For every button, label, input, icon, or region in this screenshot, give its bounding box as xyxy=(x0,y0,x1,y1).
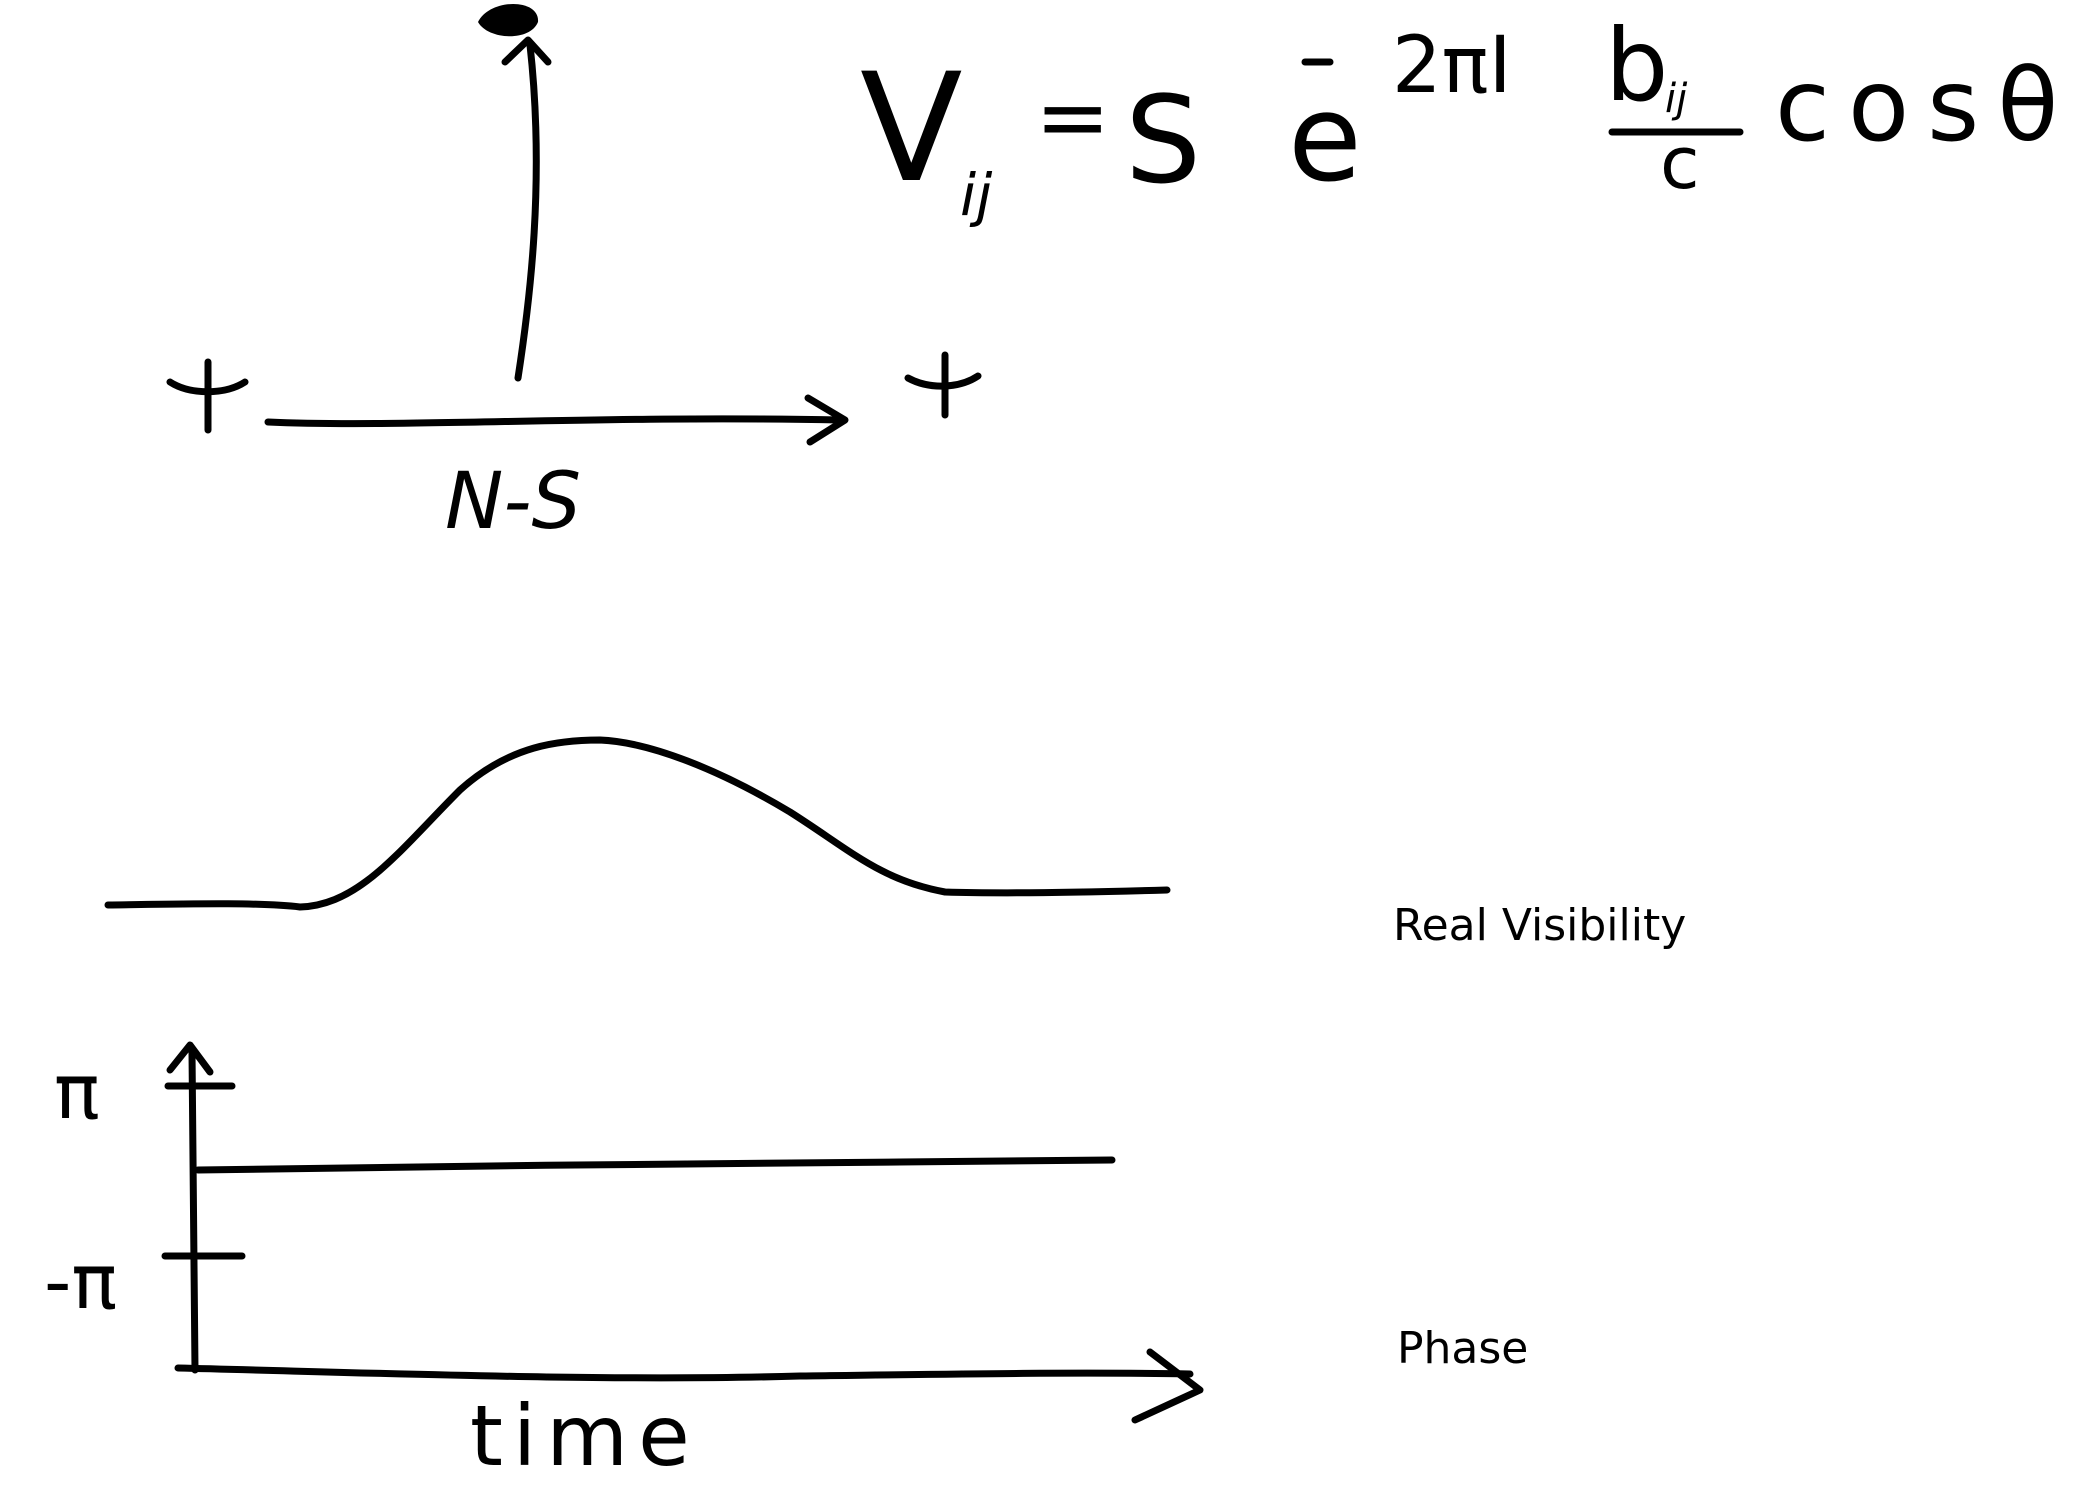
real-visibility-curve xyxy=(104,736,1171,911)
antenna-right xyxy=(904,351,982,419)
source-direction-arrow xyxy=(501,36,552,382)
phase-label-pi: π xyxy=(54,1047,100,1136)
formula-cos: cosθ xyxy=(1775,47,2076,164)
formula-b: b xyxy=(1605,7,1668,124)
formula-s: S xyxy=(1125,72,1201,211)
visibility-formula: V ij = S e 2πI b ij c cosθ xyxy=(860,7,2076,229)
phase-y-axis xyxy=(188,1048,199,1374)
phase-x-arrowhead xyxy=(1131,1348,1204,1424)
antenna-left xyxy=(166,358,249,434)
real-visibility-caption: Real Visibility xyxy=(1393,900,1687,951)
phase-line xyxy=(194,1156,1116,1174)
baseline-label: N-S xyxy=(445,457,581,547)
formula-exponent: 2πI xyxy=(1392,21,1512,111)
phase-y-arrowhead xyxy=(166,1041,214,1076)
phase-plot: π -π time xyxy=(44,1041,1204,1485)
formula-v: V xyxy=(860,42,963,216)
formula-equals: = xyxy=(1035,65,1110,170)
phase-x-axis xyxy=(174,1364,1194,1382)
time-label: time xyxy=(470,1387,700,1485)
formula-e: e xyxy=(1288,70,1362,209)
phase-caption: Phase xyxy=(1397,1323,1529,1374)
phase-label-neg-pi: -π xyxy=(44,1237,117,1326)
formula-v-subscript: ij xyxy=(960,161,993,229)
formula-b-subscript: ij xyxy=(1665,76,1688,122)
source-marker xyxy=(478,4,539,37)
formula-c: c xyxy=(1660,121,1700,205)
baseline-arrow xyxy=(264,394,849,446)
